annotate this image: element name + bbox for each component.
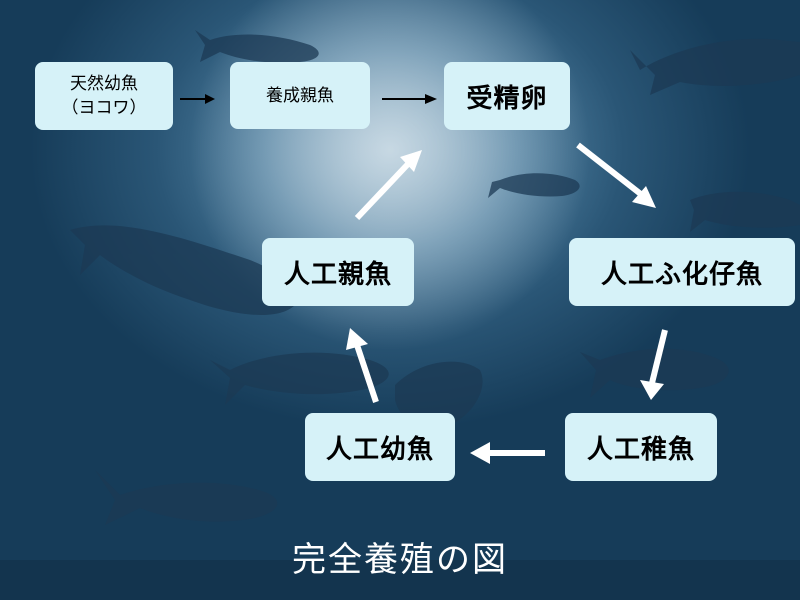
arrow-white-head [400,150,422,172]
diagram-caption: 完全養殖の図 [292,540,508,580]
node-wild-juvenile: 天然幼魚 （ヨコワ） [35,62,173,130]
seafloor-shadow [0,560,800,600]
arrow-white-head [346,328,368,350]
arrow-white [354,344,379,403]
arrow-black-head [425,94,437,104]
node-artificial-young: 人工稚魚 [565,413,717,481]
node-reared-parent: 養成親魚 [230,62,370,129]
node-wild-juvenile-line2: （ヨコワ） [61,98,147,118]
arrow-white [576,142,644,198]
node-wild-juvenile-line1: 天然幼魚 [70,74,138,94]
arrows-layer [180,94,668,464]
tuna-silhouette [195,30,319,63]
arrow-white-head [632,186,656,208]
tuna-silhouette [95,470,278,525]
tuna-silhouette [60,220,296,316]
arrow-black-head [205,94,215,104]
node-artificial-juvenile: 人工幼魚 [305,413,455,481]
tuna-silhouette [690,191,800,232]
arrow-white [649,329,668,384]
arrow-white-head [470,442,490,464]
tuna-silhouette [630,38,800,95]
node-artificial-hatchling: 人工ふ化仔魚 [569,238,795,306]
tuna-silhouette [210,352,389,405]
arrow-white [354,161,411,221]
arrow-white-head [640,380,664,400]
node-artificial-parent: 人工親魚 [262,238,414,306]
node-fertilized-egg: 受精卵 [444,62,570,130]
tuna-silhouette [488,173,580,198]
